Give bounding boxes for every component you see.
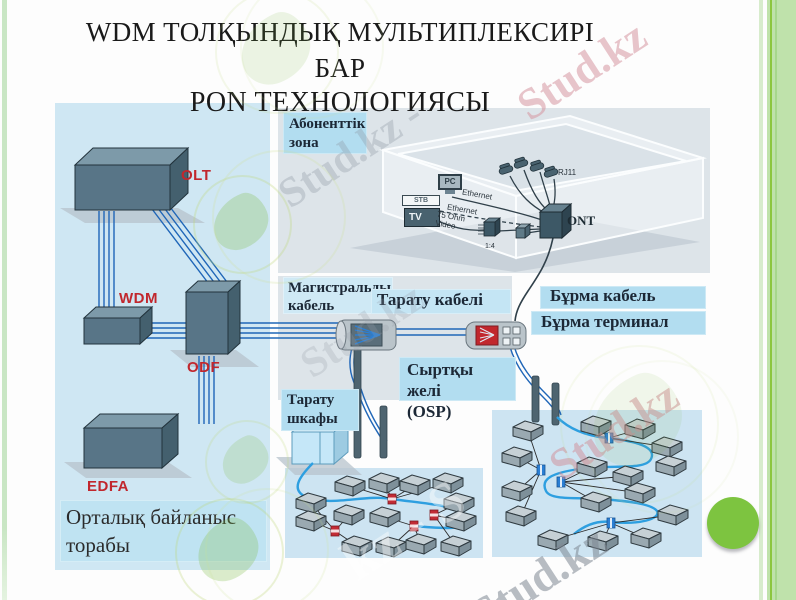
tv-icon: TV bbox=[404, 208, 440, 227]
right-green-line-dark bbox=[770, 0, 772, 600]
green-dot bbox=[707, 497, 759, 549]
distribution-cabinet bbox=[290, 418, 350, 466]
drop-cable-label: Бұрма кабель bbox=[540, 286, 706, 309]
drop-terminal-label: Бұрма терминал bbox=[531, 311, 706, 335]
central-office-panel bbox=[55, 103, 270, 570]
houses-panel-left bbox=[285, 468, 483, 558]
left-green-bar bbox=[2, 0, 7, 600]
title-line-1: WDM ТОЛҚЫНДЫҚ МУЛЬТИПЛЕКСИРІ БАР bbox=[85, 17, 595, 83]
houses-panel-right bbox=[492, 410, 702, 557]
right-green-stripe bbox=[759, 0, 763, 600]
title-line-2: PON ТЕХНОЛОГИЯСЫ bbox=[189, 87, 491, 118]
stb-icon: STB bbox=[402, 195, 440, 206]
pc-stand-icon bbox=[445, 190, 455, 194]
subscriber-zone-panel bbox=[278, 108, 710, 273]
slide-title: WDM ТОЛҚЫНДЫҚ МУЛЬТИПЛЕКСИРІ БАР PON ТЕХ… bbox=[60, 14, 620, 120]
right-green-line-light bbox=[775, 0, 777, 600]
outside-plant-panel bbox=[278, 276, 512, 400]
pc-icon: PC bbox=[438, 174, 462, 190]
